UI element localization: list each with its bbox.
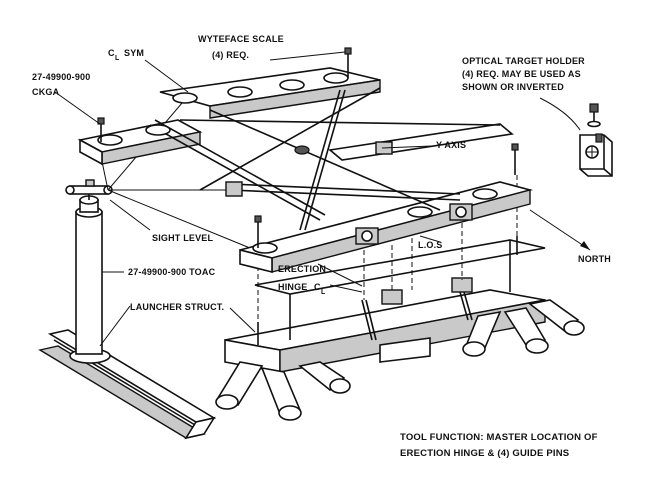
wyteface-scales xyxy=(97,47,519,248)
label-optical-holder: OPTICAL TARGET HOLDER xyxy=(462,56,585,66)
label-sight-level: SIGHT LEVEL xyxy=(152,233,214,243)
optical-target-holder xyxy=(579,103,613,177)
label-wyteface-scale: WYTEFACE SCALE xyxy=(198,34,284,44)
label-ckga-part: 27-49900-900 xyxy=(32,72,90,82)
toac-stand xyxy=(65,179,113,364)
label-erection: ERECTION xyxy=(278,264,326,274)
label-cl-mark: C xyxy=(108,48,115,58)
left-i-beam xyxy=(38,329,217,440)
label-optical-req: (4) REQ. MAY BE USED AS xyxy=(462,69,581,79)
label-north: NORTH xyxy=(578,254,611,264)
label-hinge-cl-mark: C xyxy=(314,282,321,292)
label-toac: 27-49900-900 TOAC xyxy=(128,267,216,277)
label-y-axis: Y AXIS xyxy=(436,140,466,150)
tool-function-line2: ERECTION HINGE & (4) GUIDE PINS xyxy=(400,448,569,459)
label-hinge-cl-sub: L xyxy=(321,289,326,296)
sight-lines xyxy=(99,95,251,249)
label-wyteface-req: (4) REQ. xyxy=(212,50,249,60)
label-cl-sub: L xyxy=(115,55,120,62)
fixture-frame xyxy=(77,67,534,274)
leader-lines xyxy=(54,51,591,347)
label-hinge: HINGE xyxy=(278,282,308,292)
label-ckga: CKGA xyxy=(32,87,60,97)
label-los: L.O.S xyxy=(418,240,443,250)
label-optical-shown: SHOWN OR INVERTED xyxy=(462,82,564,92)
tool-function-line1: TOOL FUNCTION: MASTER LOCATION OF xyxy=(400,432,598,443)
pipe-legs xyxy=(215,299,585,421)
label-cl-sym: SYM xyxy=(124,48,144,58)
label-launcher: LAUNCHER STRUCT. xyxy=(130,302,224,312)
launcher-structure xyxy=(215,236,585,421)
